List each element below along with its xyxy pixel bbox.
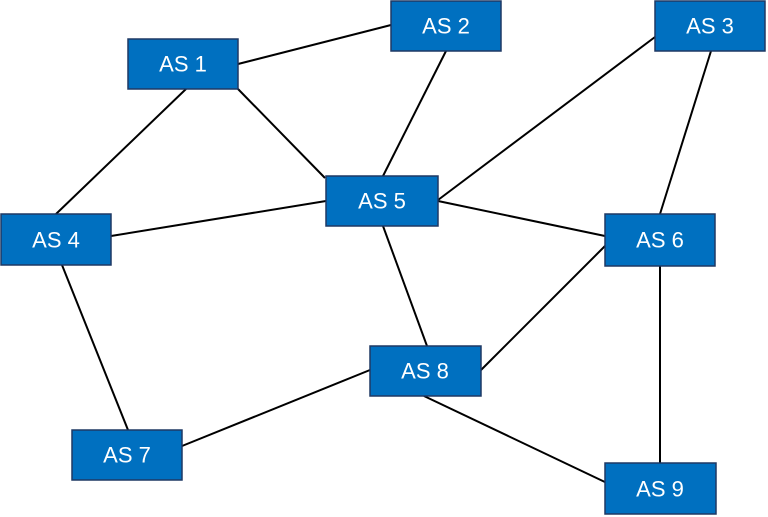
edge-as4-as5 xyxy=(110,200,327,237)
node-as3[interactable]: AS 3 xyxy=(654,0,766,52)
node-as1[interactable]: AS 1 xyxy=(127,38,239,90)
node-label: AS 7 xyxy=(103,443,151,468)
node-label: AS 6 xyxy=(636,228,684,253)
node-box xyxy=(604,462,717,515)
node-label: AS 3 xyxy=(686,14,734,39)
edge-as2-as5 xyxy=(382,50,447,177)
node-label: AS 2 xyxy=(422,14,470,39)
edge-as5-as6 xyxy=(437,200,606,237)
node-as5[interactable]: AS 5 xyxy=(325,175,439,227)
node-label: AS 9 xyxy=(636,477,684,502)
node-as8[interactable]: AS 8 xyxy=(369,345,482,397)
node-label: AS 5 xyxy=(358,189,406,214)
node-label: AS 1 xyxy=(159,52,207,77)
node-label: AS 8 xyxy=(401,359,449,384)
node-box xyxy=(654,0,766,52)
node-label: AS 4 xyxy=(32,228,80,253)
node-box xyxy=(0,213,112,266)
edge-as1-as2 xyxy=(237,24,392,65)
edge-as3-as6 xyxy=(659,50,712,215)
node-box xyxy=(127,38,239,90)
node-box xyxy=(325,175,439,227)
node-as6[interactable]: AS 6 xyxy=(604,213,716,267)
node-box xyxy=(390,0,502,52)
edges xyxy=(55,24,712,484)
node-as2[interactable]: AS 2 xyxy=(390,0,502,52)
node-box xyxy=(604,213,716,267)
node-as9[interactable]: AS 9 xyxy=(604,462,717,515)
edge-as3-as5 xyxy=(437,36,656,201)
edge-as5-as8 xyxy=(382,225,428,347)
node-as4[interactable]: AS 4 xyxy=(0,213,112,266)
edge-as6-as8 xyxy=(480,245,606,371)
node-box xyxy=(71,429,183,481)
node-as7[interactable]: AS 7 xyxy=(71,429,183,481)
edge-as4-as7 xyxy=(61,264,129,431)
edge-as8-as9 xyxy=(423,395,608,484)
node-box xyxy=(369,345,482,397)
edge-as7-as8 xyxy=(181,369,371,447)
edge-as1-as5 xyxy=(237,88,326,179)
edge-as1-as4 xyxy=(55,88,187,215)
